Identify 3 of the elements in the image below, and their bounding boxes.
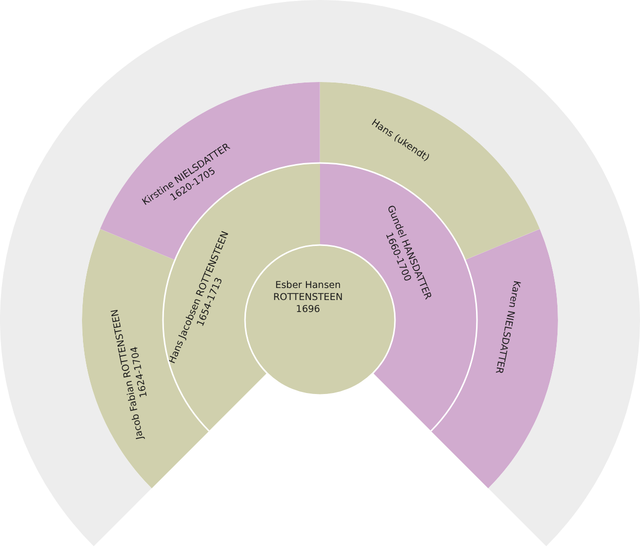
ring-segment <box>431 228 558 488</box>
life-dates: 1696 <box>296 304 320 316</box>
person-name: Esber Hansen ROTTENSTEEN <box>272 280 344 304</box>
